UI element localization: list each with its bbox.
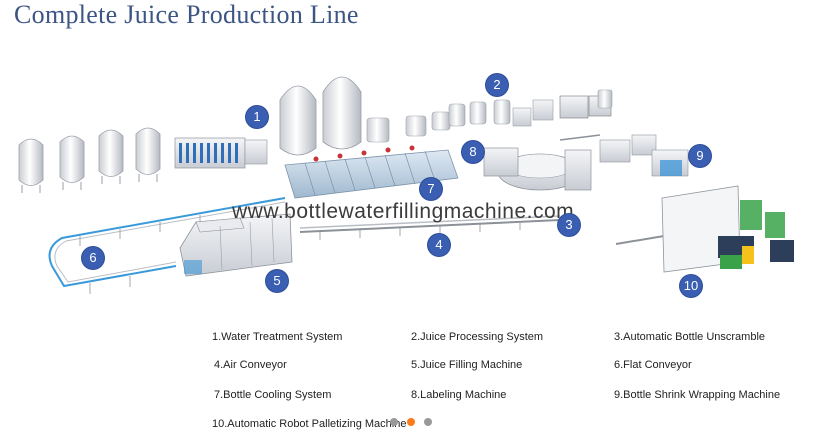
badge-7: 7 xyxy=(420,178,442,200)
badge-8: 8 xyxy=(462,141,484,163)
legend-item-7: 7.Bottle Cooling System xyxy=(214,389,332,401)
badge-9: 9 xyxy=(689,145,711,167)
badge-5: 5 xyxy=(266,270,288,292)
badge-1: 1 xyxy=(246,106,268,128)
badge-3: 3 xyxy=(558,214,580,236)
legend-item-9: 9.Bottle Shrink Wrapping Machine xyxy=(614,389,781,401)
badge-6: 6 xyxy=(82,247,104,269)
juice-processing-equipment xyxy=(366,89,613,143)
carousel-dot-1[interactable] xyxy=(390,418,398,426)
shrink-wrapping-machine xyxy=(599,134,689,177)
legend-item-5: 5.Juice Filling Machine xyxy=(411,359,523,371)
conveyor-lines xyxy=(48,134,665,294)
page-title: Complete Juice Production Line xyxy=(14,0,359,29)
carousel-dot-2[interactable] xyxy=(407,418,415,426)
legend-item-6: 6.Flat Conveyor xyxy=(614,359,692,371)
legend-item-4: 4.Air Conveyor xyxy=(214,359,287,371)
water-treatment-tanks xyxy=(18,127,268,193)
badge-4: 4 xyxy=(428,234,450,256)
carousel-dot-3[interactable] xyxy=(424,418,432,426)
badge-2: 2 xyxy=(486,74,508,96)
labeling-and-unscrambler xyxy=(483,147,592,191)
legend-item-1: 1.Water Treatment System xyxy=(212,331,343,343)
legend-item-2: 2.Juice Processing System xyxy=(411,331,544,343)
legend-item-8: 8.Labeling Machine xyxy=(411,389,507,401)
robot-palletizing-cell xyxy=(661,185,794,273)
juice-filling-machine xyxy=(179,213,293,277)
badge-10: 10 xyxy=(680,275,702,297)
storage-tanks xyxy=(279,76,362,156)
bottle-cooling-tunnel xyxy=(284,145,459,199)
legend-item-10: 10.Automatic Robot Palletizing Machine xyxy=(212,418,407,430)
watermark-url: www.bottlewaterfillingmachine.com xyxy=(232,200,575,223)
legend-item-3: 3.Automatic Bottle Unscramble xyxy=(614,331,766,343)
